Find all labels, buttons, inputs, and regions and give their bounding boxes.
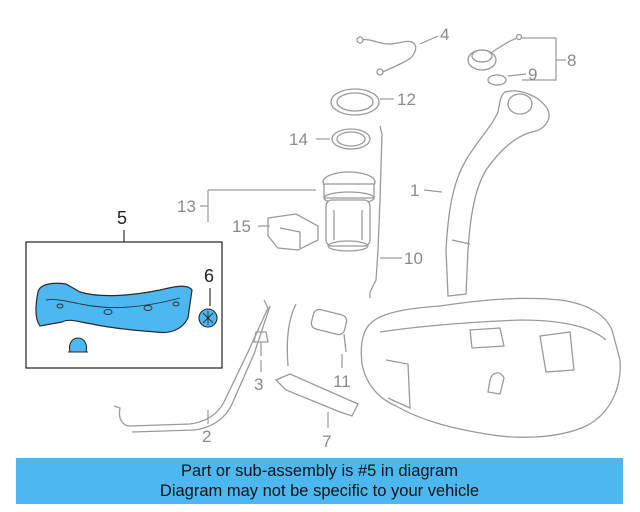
callout-9: 9 — [528, 65, 537, 84]
part-5-heat-shield[interactable] — [35, 282, 193, 334]
part-11-fuel-filter[interactable] — [286, 303, 348, 367]
part-9-seal-ring[interactable] — [487, 74, 507, 86]
callout-14: 14 — [289, 130, 308, 149]
part-13-fuel-pump-module[interactable] — [322, 171, 376, 252]
part-1-filler-neck[interactable] — [445, 90, 550, 297]
callout-5: 5 — [117, 208, 127, 228]
part-14-pump-seal[interactable] — [331, 128, 371, 150]
callout-7: 7 — [322, 432, 331, 451]
callout-1: 1 — [410, 181, 419, 200]
callout-4: 4 — [440, 25, 449, 44]
banner-line-2: Diagram may not be specific to your vehi… — [159, 482, 480, 500]
part-12-lock-ring[interactable] — [330, 88, 380, 116]
parts-diagram: 4 8 9 12 14 13 15 — [25, 25, 621, 451]
part-2-tank-strap[interactable] — [113, 299, 271, 433]
part-6-clip-nut[interactable] — [198, 308, 218, 328]
callout-8: 8 — [567, 51, 576, 70]
part-8-filler-cap[interactable] — [467, 33, 523, 71]
callout-11: 11 — [333, 372, 351, 391]
part-5-callout-box[interactable]: 5 6 — [25, 208, 223, 369]
callout-10: 10 — [404, 249, 423, 268]
callout-6: 6 — [204, 266, 214, 286]
callout-15: 15 — [232, 217, 251, 236]
callout-3: 3 — [254, 375, 263, 394]
part-4-sensor-harness[interactable] — [356, 36, 417, 76]
part-7-bracket[interactable] — [274, 373, 359, 417]
callout-12: 12 — [397, 90, 416, 109]
banner-line-1: Part or sub-assembly is #5 in diagram — [181, 462, 458, 480]
fuel-tank[interactable] — [360, 297, 621, 438]
callout-13: 13 — [177, 197, 196, 216]
part-10-fuel-line[interactable] — [369, 125, 383, 298]
callout-2: 2 — [202, 427, 211, 446]
info-banner: Part or sub-assembly is #5 in diagram Di… — [16, 458, 623, 504]
part-15-sender-bracket[interactable] — [267, 213, 319, 251]
part-5-grommet[interactable] — [68, 337, 88, 353]
